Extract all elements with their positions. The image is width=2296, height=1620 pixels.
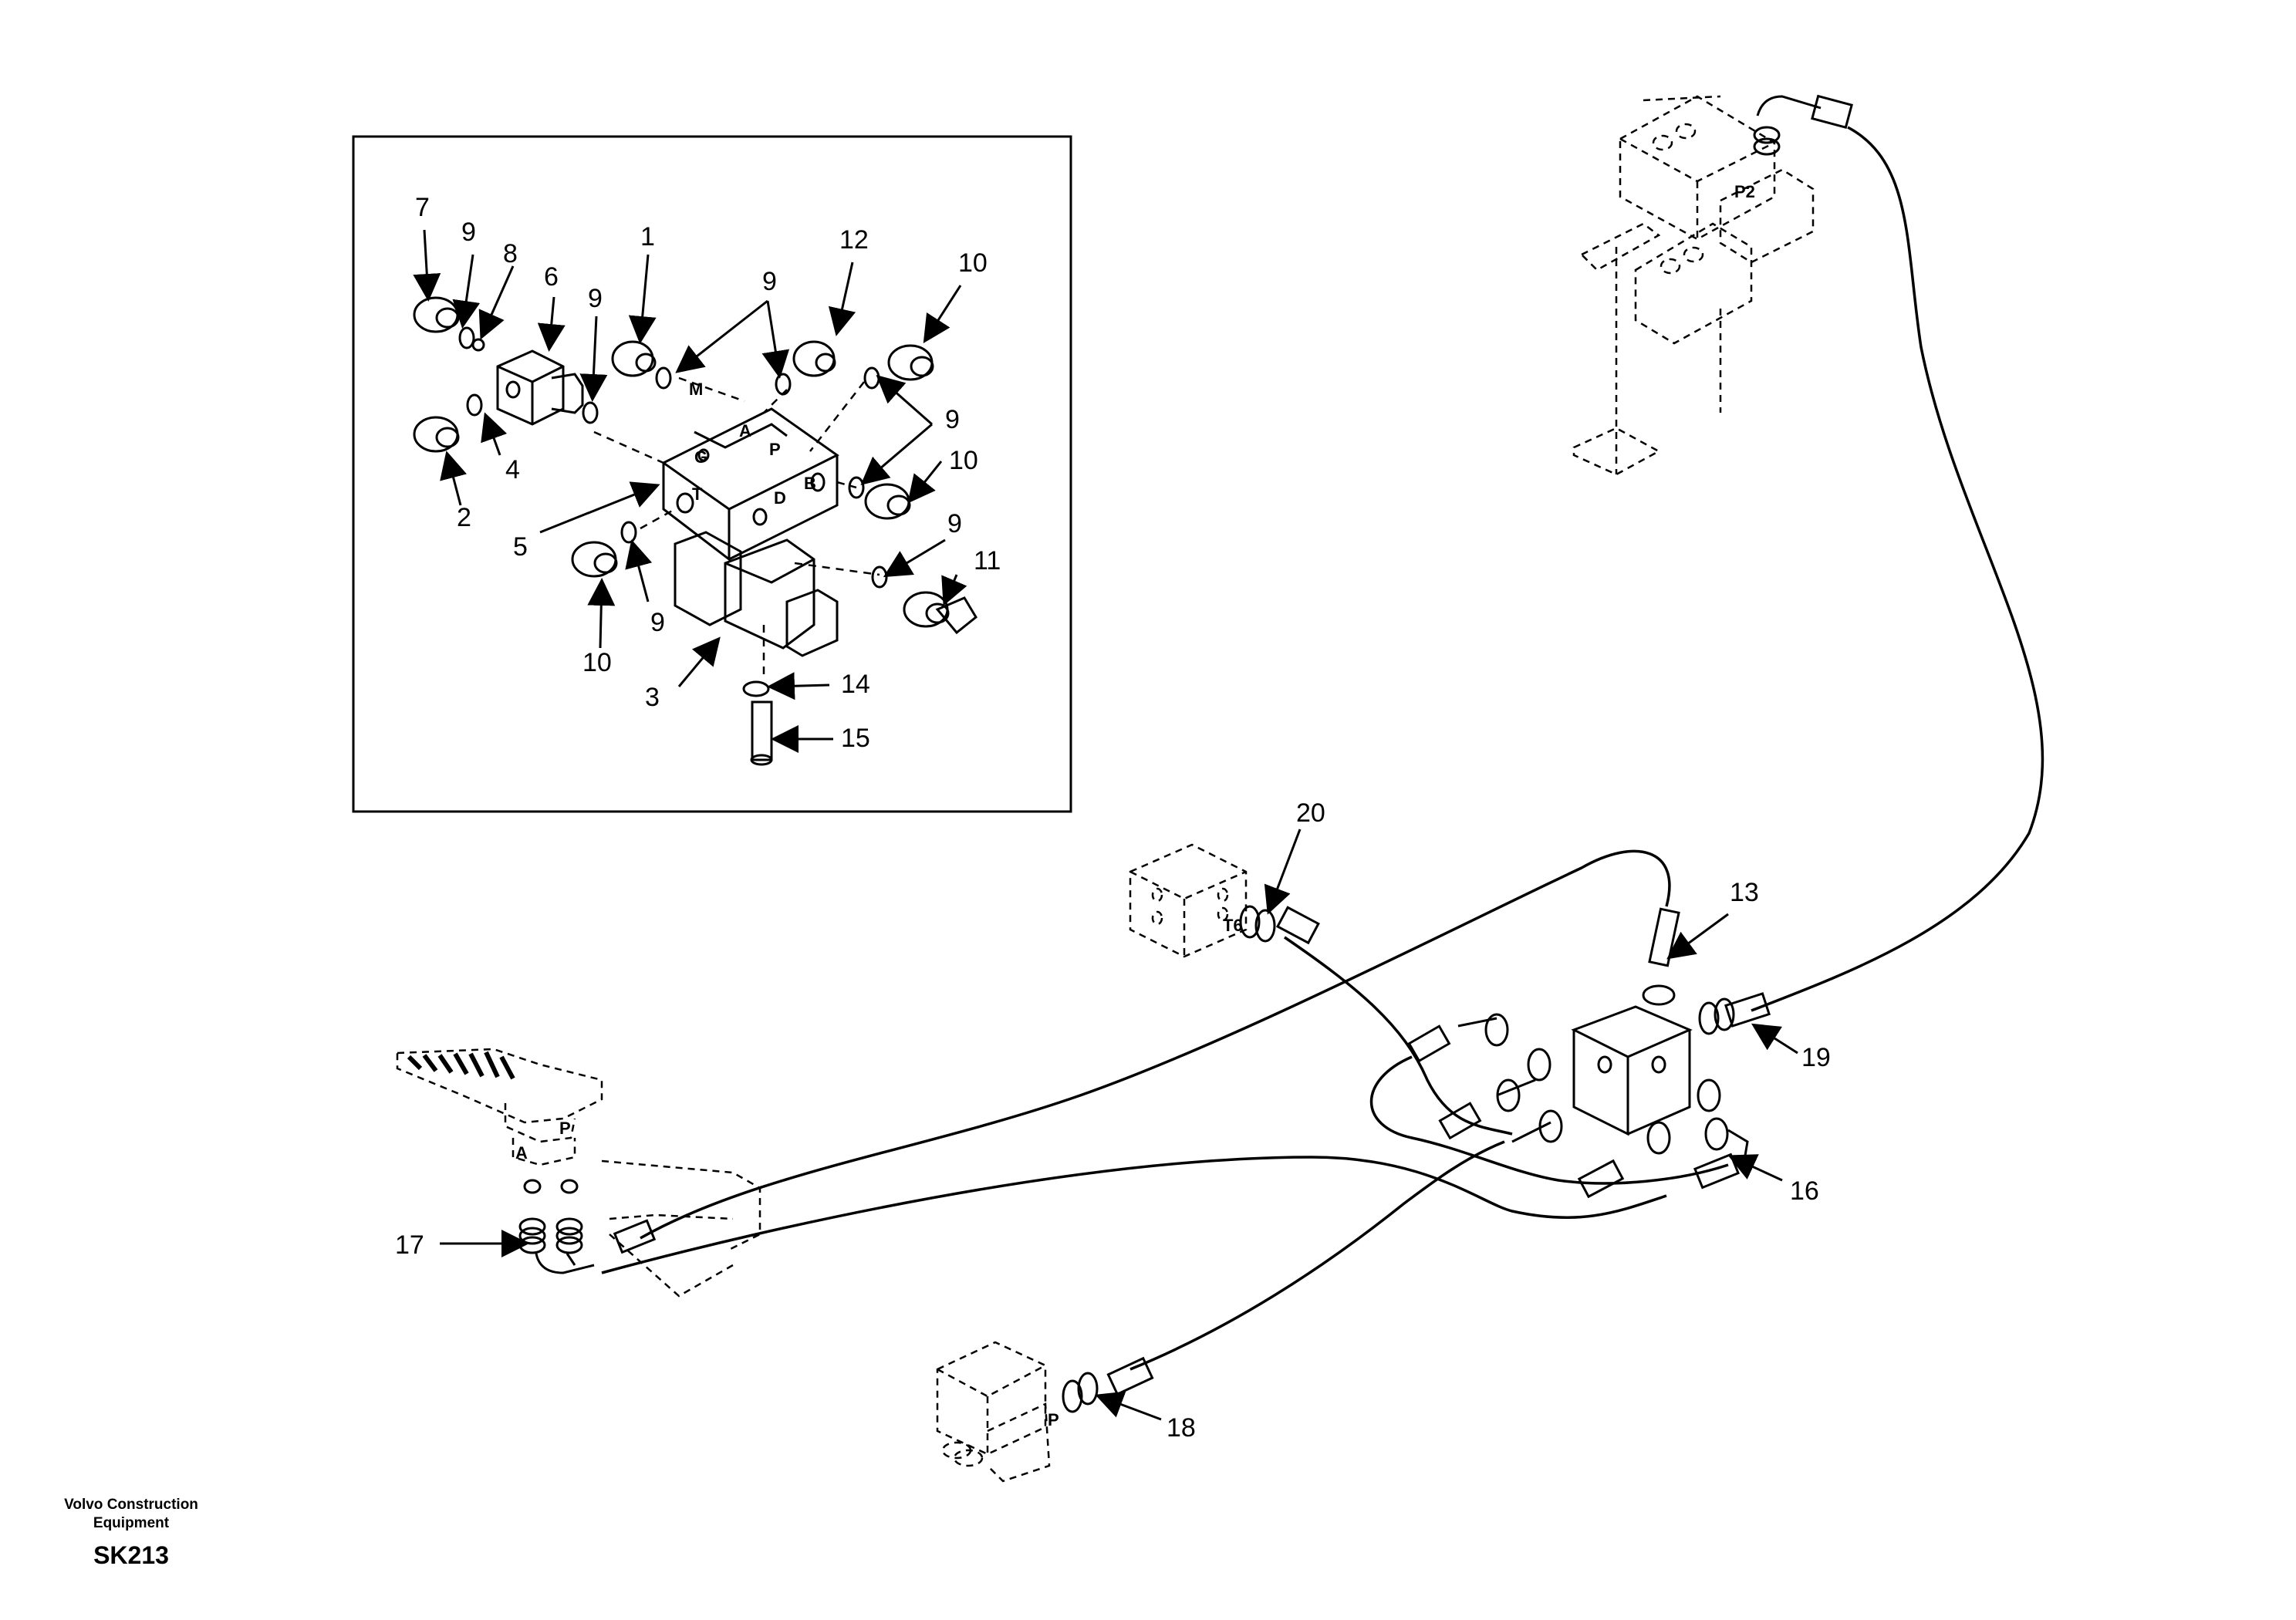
callout-12: 12 — [839, 225, 869, 255]
pedal-fittings — [518, 1179, 595, 1274]
port-D: D — [774, 488, 786, 508]
inset-callouts: 7 9 8 6 9 1 9 12 10 9 10 9 11 2 4 5 10 9… — [415, 193, 1001, 753]
callout-14: 14 — [841, 670, 870, 699]
pilot-valve-assembly — [1457, 1005, 1749, 1166]
callout-18: 18 — [1167, 1413, 1196, 1443]
callout-20: 20 — [1296, 798, 1325, 828]
hose-fittings — [613, 905, 1771, 1413]
main-callout-arrows — [440, 829, 1798, 1421]
callout-7: 7 — [415, 193, 430, 222]
valve-block — [661, 407, 839, 562]
callout-9-a: 9 — [461, 218, 476, 247]
valve-port-labels: M A P G T B D — [689, 380, 816, 508]
port-P-pedal: P — [559, 1119, 571, 1138]
port-G: G — [694, 447, 707, 467]
callout-10-a: 10 — [958, 248, 988, 278]
inset-callout-arrows — [413, 229, 967, 753]
company-name: Volvo Construction — [64, 1497, 198, 1513]
port-P2: P2 — [1734, 182, 1755, 201]
block-6 — [496, 349, 584, 426]
callout-15: 15 — [841, 724, 870, 753]
travel-pedal — [396, 1048, 761, 1298]
callout-5: 5 — [513, 532, 528, 562]
bottom-p-block — [936, 1341, 1051, 1483]
callout-9-e: 9 — [947, 509, 962, 538]
port-A: A — [739, 421, 751, 440]
company-name-line2: Equipment — [93, 1515, 170, 1531]
callout-8: 8 — [503, 239, 518, 268]
inset-frame — [352, 135, 1072, 813]
solenoid — [674, 531, 839, 657]
callout-4: 4 — [505, 455, 520, 484]
control-valve-frame — [1572, 95, 1815, 476]
port-B: B — [804, 474, 816, 493]
callout-17: 17 — [395, 1230, 424, 1260]
callout-10-b: 10 — [949, 446, 978, 475]
port-T: T — [692, 484, 703, 504]
detail-inset — [352, 135, 1072, 813]
port-M: M — [689, 380, 703, 399]
callout-19: 19 — [1801, 1043, 1831, 1072]
callout-1: 1 — [640, 222, 655, 251]
callout-9-c: 9 — [762, 267, 777, 296]
callout-6: 6 — [544, 262, 559, 292]
callout-9-d: 9 — [945, 405, 960, 434]
callout-16: 16 — [1790, 1176, 1819, 1206]
callout-10-c: 10 — [582, 648, 612, 677]
callout-9-b: 9 — [588, 284, 603, 313]
callout-2: 2 — [457, 503, 471, 532]
callout-3: 3 — [645, 683, 660, 712]
port-T6: T6 — [1223, 916, 1243, 935]
callout-9-f: 9 — [650, 608, 665, 637]
hoses — [601, 126, 2044, 1371]
t6-block — [1129, 843, 1248, 958]
port-P-bottom: P — [1048, 1410, 1059, 1429]
assembly-lines — [593, 376, 880, 679]
pedal-hatching — [407, 1051, 515, 1080]
callout-11: 11 — [974, 546, 1001, 575]
p2-port-fitting — [1753, 94, 1853, 156]
callout-13: 13 — [1730, 878, 1759, 907]
port-P: P — [769, 440, 781, 459]
port-A-pedal: A — [515, 1143, 528, 1163]
main-callouts: 20 13 19 16 17 18 — [395, 798, 1831, 1443]
drawing-code: SK213 — [93, 1541, 169, 1569]
